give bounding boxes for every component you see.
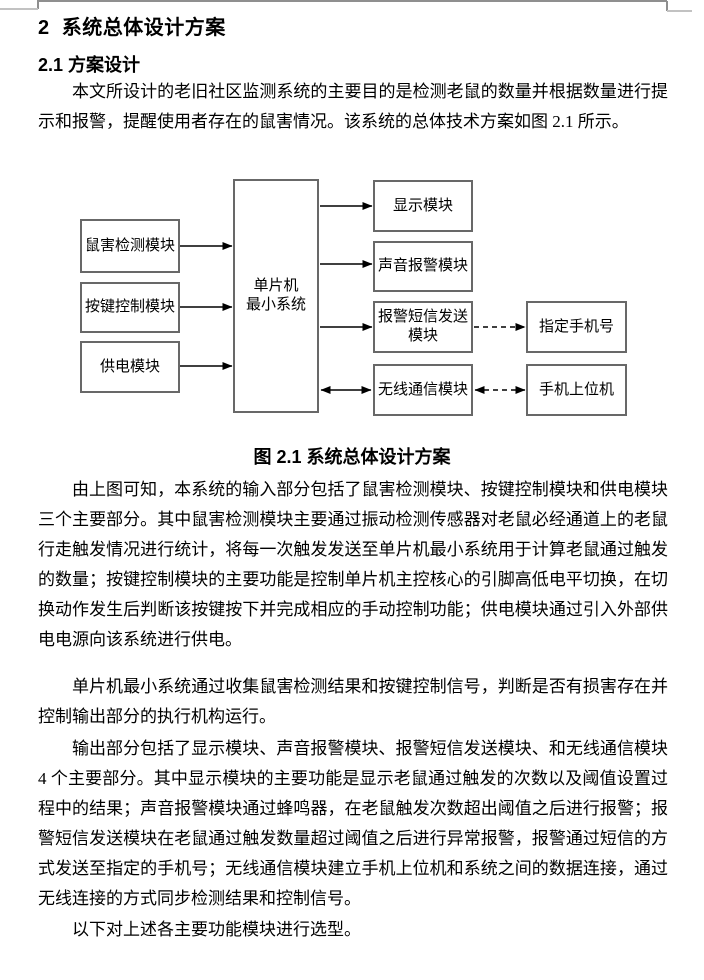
- diagram-box-sound-alarm-label: 声音报警模块: [377, 258, 468, 274]
- page-edge-right-mark: [667, 10, 692, 12]
- diagram-box-rat-detect-label: 鼠害检测模块: [84, 237, 175, 254]
- diagram-box-power-label: 供电模块: [99, 358, 160, 375]
- diagram-connectors: [180, 202, 526, 394]
- diagram-box-display-label: 显示模块: [392, 197, 453, 214]
- page-top-edge-line: [37, 0, 667, 2]
- diagram-box-mcu: 单片机 最小系统: [233, 179, 319, 413]
- diagram-box-key-control: 按键控制模块: [80, 282, 180, 333]
- diagram-box-phone-host-label: 手机上位机: [538, 381, 614, 398]
- figure-caption: 图 2.1 系统总体设计方案: [253, 447, 451, 467]
- page-edge-right-step: [666, 1, 668, 11]
- page-edge-left-mark: [0, 8, 38, 10]
- diagram-box-rat-detect: 鼠害检测模块: [80, 219, 180, 273]
- diagram-box-mcu-label-line2: 最小系统: [245, 297, 306, 313]
- diagram-box-wireless-label: 无线通信模块: [377, 381, 468, 398]
- diagram-box-mcu-label-line1: 单片机: [253, 278, 299, 294]
- diagram-box-power: 供电模块: [80, 341, 180, 393]
- diagram-box-sound-alarm: 声音报警模块: [373, 241, 473, 292]
- diagram-box-wireless: 无线通信模块: [373, 364, 473, 416]
- page-edge-left-step: [37, 0, 39, 9]
- diagram-box-display: 显示模块: [373, 180, 473, 232]
- system-diagram: 鼠害检测模块 按键控制模块 供电模块 单片机 最小系统 显示模块 声音报警模块 …: [75, 175, 635, 420]
- diagram-box-phone-host: 手机上位机: [526, 364, 627, 416]
- diagram-box-phone-number-label: 指定手机号: [538, 318, 614, 335]
- section-heading: 2 系统总体设计方案: [38, 17, 226, 39]
- diagram-box-key-control-label: 按键控制模块: [84, 299, 175, 315]
- paragraph-intro: 本文所设计的老旧社区监测系统的主要目的是检测老鼠的数量并根据数量进行提示和报警，…: [38, 82, 668, 131]
- diagram-box-sms-send: 报警短信发送模块: [373, 301, 473, 353]
- diagram-box-sms-send-label: 报警短信发送模块: [377, 309, 468, 344]
- paragraph-input-modules: 由上图可知，本系统的输入部分包括了鼠害检测模块、按键控制模块和供电模块三个主要部…: [38, 480, 668, 649]
- paragraph-closing: 以下对上述各主要功能模块进行选型。: [72, 920, 361, 939]
- paragraph-mcu: 单片机最小系统通过收集鼠害检测结果和按键控制信号，判断是否有损害存在并控制输出部…: [38, 677, 668, 726]
- subsection-heading: 2.1 方案设计: [38, 55, 141, 75]
- paragraph-output-modules: 输出部分包括了显示模块、声音报警模块、报警短信发送模块、和无线通信模块 4 个主…: [38, 739, 668, 908]
- diagram-box-phone-number: 指定手机号: [526, 301, 627, 353]
